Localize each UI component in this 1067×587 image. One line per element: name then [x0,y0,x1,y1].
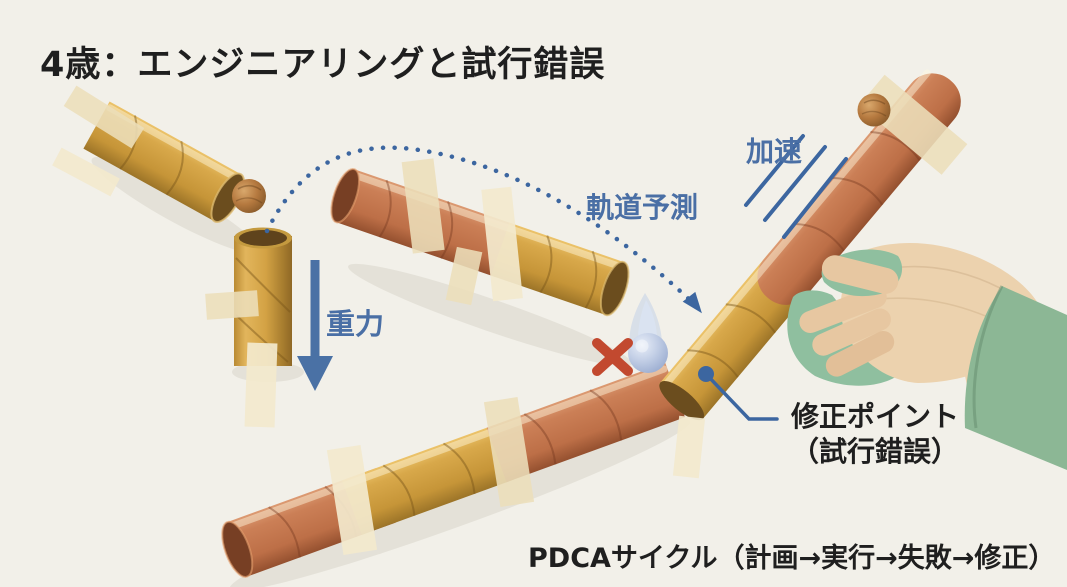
correction-callout [698,366,779,421]
finger-1 [799,285,887,334]
page-title: 4歳：エンジニアリングと試行錯誤 [40,45,606,85]
trajectory-arc [264,145,702,314]
failed-ball [628,293,668,373]
acceleration-label: 加速 [746,135,803,168]
tape-middle-joint [481,186,523,302]
tape-vertical-bottom [244,342,278,428]
wooden-ball-on-tube [857,93,891,127]
finger-2 [812,308,891,356]
sleeve [964,286,1067,470]
wooden-ball-top-left [232,179,266,213]
tape-top-left-b [52,147,120,197]
correction-point-line2: （試行錯誤） [790,435,959,468]
correction-point-label: 修正ポイント （試行錯誤） [772,399,978,469]
speed-lines [744,134,848,239]
trajectory-label: 軌道予測 [586,191,699,224]
gravity-arrow [297,260,333,391]
error-x-mark [592,338,633,376]
tape-middle-top [401,158,445,254]
tube-hand-held [658,69,968,421]
pdca-cycle-label: PDCAサイクル（計画→実行→失敗→修正） [528,543,1056,574]
correction-point-line1: 修正ポイント [790,400,959,433]
thumb [821,255,899,294]
trajectory-arrowhead [682,291,702,314]
hand [787,242,1067,470]
gravity-label: 重力 [326,307,385,341]
tape-ramp-joint-1 [326,444,378,556]
correction-point-dot [698,366,714,382]
tape-vertical-left [205,290,259,320]
finger-3 [825,330,895,377]
tape-ramp-joint-2 [483,396,535,508]
tape-top-left-a [63,85,145,149]
tape-middle-hanging [445,246,483,306]
tape-junction [672,415,706,479]
